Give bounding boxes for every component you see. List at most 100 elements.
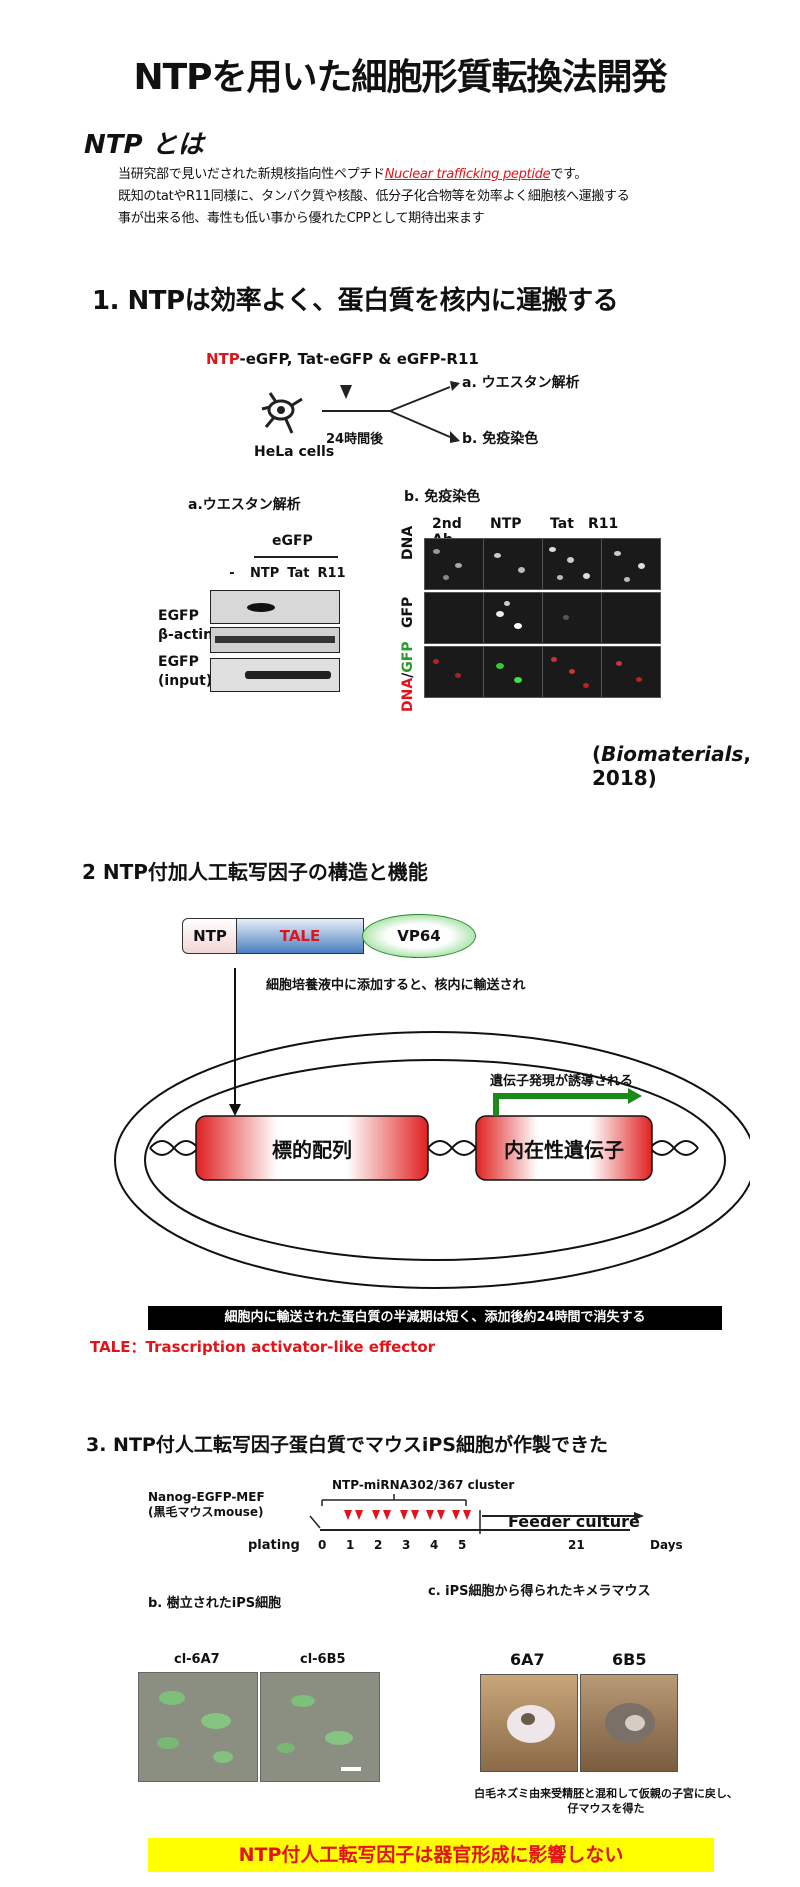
intro-heading: NTP とは (84, 130, 204, 160)
time-label: 24時間後 (326, 432, 384, 447)
cell-merge-tat (542, 646, 602, 698)
induce-text: 遺伝子発現が誘導される (490, 1074, 634, 1089)
lane-label-neg: - (229, 566, 235, 581)
constructs-rest: -eGFP, Tat-eGFP & eGFP-R11 (239, 350, 479, 368)
cell-diagram (114, 968, 750, 1289)
timepoint-marker (340, 385, 352, 399)
feeder-arrowhead (634, 1512, 644, 1520)
mouse1-label: 6A7 (510, 1650, 545, 1669)
row-label-egfp: EGFP (158, 608, 199, 624)
intro-line-1: 当研究部で見いだされた新規核指向性ペプチドNuclear trafficking… (118, 164, 778, 186)
row-label-gfp: GFP (400, 596, 416, 628)
constructs-label: NTP-eGFP, Tat-eGFP & eGFP-R11 (206, 350, 479, 368)
immuno-heading: b. 免疫染色 (404, 489, 481, 505)
ips-image-6a7 (138, 1672, 258, 1782)
cell-gfp-2ndab (424, 592, 484, 644)
tale-domain: TALE (236, 918, 364, 954)
western-row-labels: EGFP β-actin EGFP (input) (158, 607, 213, 691)
col-tat: Tat (550, 516, 574, 532)
western-lanes: - NTP Tat R11 (222, 566, 345, 581)
cell-gfp-r11 (601, 592, 661, 644)
section2-heading: 2 NTP付加人工転写因子の構造と機能 (82, 860, 428, 884)
cell-merge-ntp (483, 646, 543, 698)
intro-line-2: 既知のtatやR11同様に、タンパク質や核酸、低分子化合物等を効率よく細胞核へ運… (118, 189, 630, 204)
merge-dna: DNA (400, 677, 416, 712)
branch-up (389, 386, 451, 412)
western-heading: a.ウエスタン解析 (188, 497, 301, 513)
intro-line-1-pre: 当研究部で見いだされた新規核指向性ペプチド (118, 167, 385, 182)
citation-year: , 2018) (592, 742, 752, 790)
col-ntp: NTP (490, 516, 522, 532)
cell-dna-ntp (483, 538, 543, 590)
branch-down (389, 410, 451, 438)
ntp-domain: NTP (182, 918, 238, 954)
tale-definition: TALE：Trascription activator-like effecto… (90, 1338, 436, 1356)
scale-bar (341, 1767, 361, 1771)
endogenous-gene-box (475, 1115, 653, 1181)
branch-up-arrowhead (450, 381, 460, 391)
intro-text: 当研究部で見いだされた新規核指向性ペプチドNuclear trafficking… (118, 164, 778, 230)
ntp-definition-link[interactable]: Nuclear trafficking peptide (384, 167, 551, 182)
section3-heading: 3. NTP付人工転写因子蛋白質でマウスiPS細胞が作製できた (86, 1434, 608, 1456)
halflife-banner: 細胞内に輸送された蛋白質の半減期は短く、添加後約24時間で消失する (148, 1306, 722, 1330)
target-sequence-label: 標的配列 (272, 1138, 352, 1162)
target-sequence-box (195, 1115, 429, 1181)
band-input (245, 671, 331, 679)
hela-cell-icon (261, 392, 303, 434)
cell-merge-r11 (601, 646, 661, 698)
lane-label-tat: Tat (287, 566, 310, 581)
chimera-caption-line-2: 仔マウスを得た (567, 1802, 645, 1815)
clone2-label: cl-6B5 (300, 1652, 346, 1667)
transport-arrowhead (229, 1104, 241, 1116)
col-r11: R11 (588, 516, 619, 532)
tick-3: 3 (402, 1538, 411, 1552)
citation: (Biomaterials, 2018) (592, 742, 800, 790)
mef-line-1: Nanog-EGFP-MEF (148, 1490, 265, 1504)
band-ntp-egfp (247, 603, 275, 612)
row-label-actin: β-actin (158, 627, 214, 643)
western-group-label: eGFP (272, 533, 313, 549)
row-label-input: (input) (158, 673, 213, 689)
merge-gfp: GFP (400, 641, 416, 673)
endogenous-gene-label: 内在性遺伝子 (504, 1138, 624, 1162)
branch-b-label: b. 免疫染色 (462, 431, 539, 447)
tick-21: 21 (568, 1538, 585, 1552)
section1-heading: 1. NTPは効率よく、蛋白質を核内に運搬する (92, 286, 619, 316)
blot-actin (210, 627, 340, 653)
constructs-ntp: NTP (206, 350, 240, 368)
dna-helix-mid (427, 1140, 477, 1156)
row-label-egfp-input: EGFP (158, 654, 199, 670)
mef-label: Nanog-EGFP-MEF (黒毛マウスmouse) (148, 1490, 265, 1520)
cell-merge-2ndab (424, 646, 484, 698)
row-label-merge: DNA/GFP (400, 641, 416, 712)
chimera-mouse-6b5 (580, 1674, 678, 1772)
ips-heading: b. 樹立されたiPS細胞 (148, 1596, 282, 1611)
citation-journal: Biomaterials (601, 742, 744, 766)
tick-2: 2 (374, 1538, 383, 1552)
tick-0: 0 (318, 1538, 327, 1552)
cluster-label: NTP-miRNA302/367 cluster (332, 1478, 515, 1492)
tick-1: 1 (346, 1538, 355, 1552)
tick-5: 5 (458, 1538, 467, 1552)
section1-schematic (261, 381, 460, 443)
mouse2-label: 6B5 (612, 1650, 647, 1669)
merge-sep: / (400, 672, 416, 678)
nucleus-membrane (144, 1059, 726, 1261)
cell-dna-2ndab (424, 538, 484, 590)
vp64-domain: VP64 (362, 914, 476, 958)
chimera-caption-line-1: 白毛ネズミ由来受精胚と混和して仮親の子宮に戻し、 (474, 1787, 738, 1800)
ips-image-6b5 (260, 1672, 380, 1782)
chimera-mouse-6a7 (480, 1674, 578, 1772)
cell-dna-r11 (601, 538, 661, 590)
branch-down-arrowhead (450, 431, 460, 443)
blot-egfp (210, 590, 340, 624)
expression-arrow (493, 1093, 630, 1116)
conclusion-banner: NTP付人工転写因子は器官形成に影響しない (148, 1838, 714, 1872)
plating-arrow (309, 1515, 321, 1529)
expression-arrowhead (628, 1088, 642, 1104)
branch-a-label: a. ウエスタン解析 (462, 375, 580, 391)
dna-helix-left (149, 1140, 199, 1156)
intro-line-1-post: です。 (550, 167, 588, 182)
cell-dna-tat (542, 538, 602, 590)
page-title: NTPを用いた細胞形質転換法開発 (133, 57, 667, 98)
